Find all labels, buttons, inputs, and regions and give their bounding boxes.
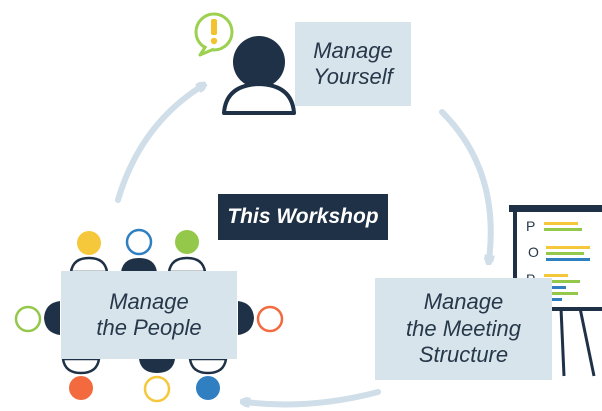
- box-line: the Meeting: [406, 315, 521, 341]
- center-workshop-label: This Workshop: [218, 194, 388, 240]
- box-line: Manage: [109, 288, 189, 314]
- meeting-table-icon: [14, 228, 284, 403]
- person-icon: [222, 36, 296, 115]
- box-line: the People: [96, 315, 202, 340]
- manage-people-box: Manage the People: [61, 271, 237, 359]
- box-line: Structure: [418, 342, 509, 368]
- alert-bubble-icon: [194, 12, 234, 57]
- manage-structure-box: Manage the Meeting Structure: [375, 278, 552, 380]
- cycle-arrow-icon: [439, 109, 491, 260]
- cycle-arrow-icon: [245, 389, 381, 404]
- box-line: Yourself: [313, 64, 393, 89]
- box-line: Manage: [423, 289, 504, 315]
- box-line: Manage: [313, 37, 393, 63]
- manage-yourself-box: Manage Yourself: [295, 22, 411, 106]
- cycle-arrow-icon: [115, 86, 202, 203]
